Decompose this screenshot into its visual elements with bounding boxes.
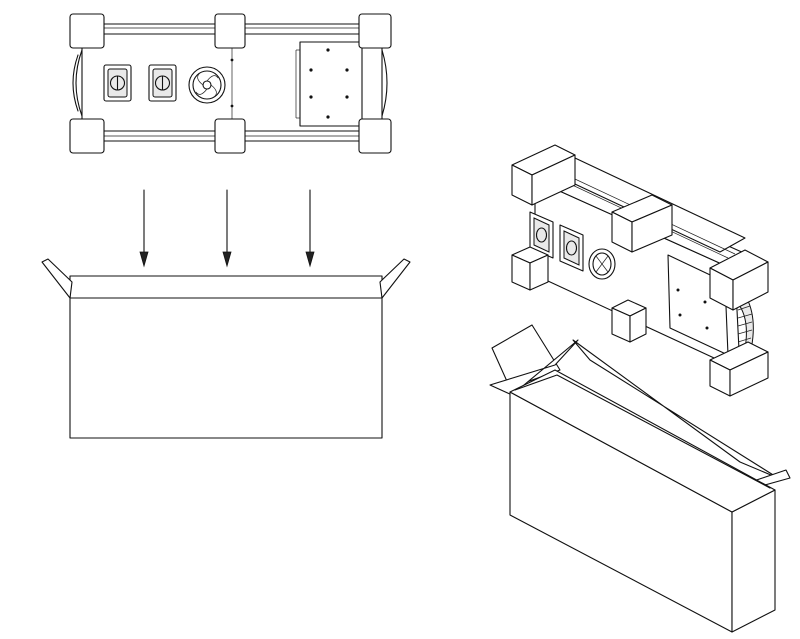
open-box-isometric-view <box>489 324 791 633</box>
corner-protector <box>358 118 392 154</box>
iso-corner-protector <box>611 299 647 343</box>
iso-corner-protector <box>511 246 549 291</box>
connector-2 <box>148 64 177 102</box>
unit-isometric-view <box>511 144 769 397</box>
insert-arrows <box>139 189 315 268</box>
unit-top-view <box>69 13 392 154</box>
corner-protector <box>69 118 105 154</box>
connector-1 <box>103 64 132 102</box>
iso-connector-2 <box>559 224 584 272</box>
iso-connector-1 <box>529 211 554 259</box>
iso-fan-icon <box>588 248 616 280</box>
open-box-front-view <box>41 258 411 439</box>
corner-protector <box>214 118 246 154</box>
iso-corner-protector <box>709 249 769 311</box>
fan-icon <box>188 66 226 104</box>
iso-corner-protector <box>511 144 576 206</box>
corner-protector <box>214 13 246 49</box>
iso-corner-protector <box>611 194 673 253</box>
iso-corner-protector <box>709 341 769 397</box>
corner-protector <box>69 13 105 49</box>
corner-protector <box>358 13 392 49</box>
